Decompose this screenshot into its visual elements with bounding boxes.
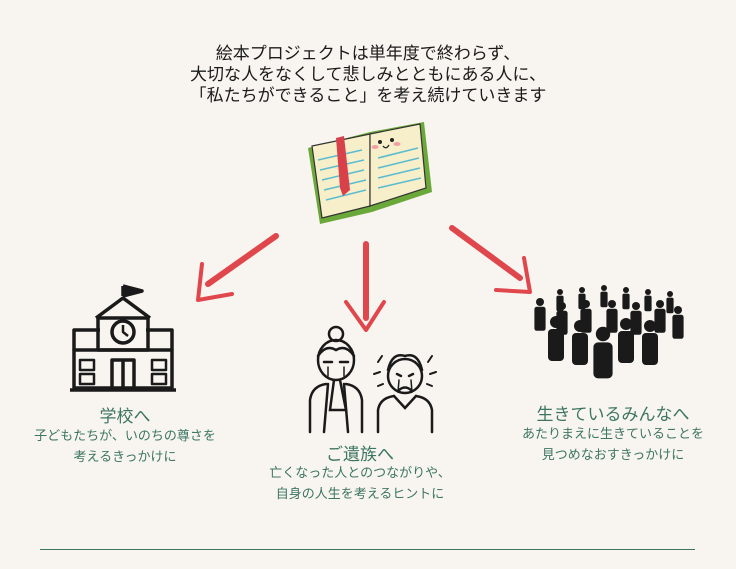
everyone-desc-line-2: 見つめなおすきっかけに [541, 448, 685, 463]
everyone-desc: あたりまえに生きていることを 見つめなおすきっかけに [490, 424, 736, 466]
everyone-title: 生きているみんなへ [536, 405, 690, 425]
school-desc: 子どもたちが、いのちの尊さを 考えるきっかけに [0, 426, 250, 468]
family-title: ご遺族へ [326, 445, 394, 465]
crowd-icon [534, 285, 684, 379]
intro-line-2: 大切な人をなくして悲しみとともにある人に、 [190, 65, 546, 85]
school-building-icon [70, 284, 176, 392]
everyone-desc-line-1: あたりまえに生きていることを [521, 427, 704, 442]
bottom-divider [40, 549, 695, 550]
intro-line-3: 「私たちができること」を考え続けていきます [189, 86, 547, 106]
family-desc-line-2: 自身の人生を考えるヒントに [275, 487, 445, 502]
family-desc-line-1: 亡くなった人とのつながりや、 [269, 466, 451, 481]
school-desc-line-2: 考えるきっかけに [73, 450, 177, 465]
grieving-people-icon [308, 325, 437, 434]
intro-text: 絵本プロジェクトは単年度で終わらず、 大切な人をなくして悲しみとともにある人に、… [0, 44, 736, 107]
book-icon [308, 122, 432, 224]
family-desc: 亡くなった人とのつながりや、 自身の人生を考えるヒントに [230, 463, 490, 505]
school-desc-line-1: 子どもたちが、いのちの尊さを [34, 429, 216, 444]
school-title: 学校へ [99, 407, 151, 427]
intro-line-1: 絵本プロジェクトは単年度で終わらず、 [215, 44, 521, 64]
arrow-icon [196, 225, 532, 332]
